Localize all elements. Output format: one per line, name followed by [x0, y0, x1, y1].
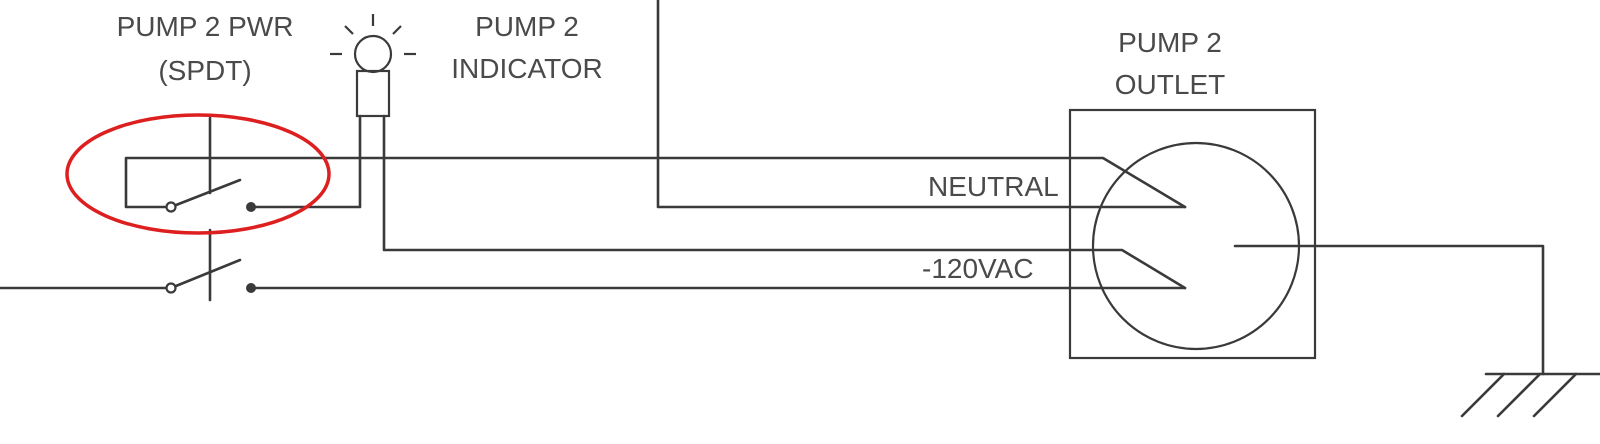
switch-loop-wire [124, 156, 1187, 209]
switch-to-indicator-wire [249, 114, 362, 209]
indicator-lamp-icon [330, 14, 416, 118]
switch-highlight-ellipse [65, 113, 331, 235]
spdt-switch-icon [165, 116, 256, 302]
switch-label-line1: PUMP 2 PWR [117, 11, 294, 42]
neutral-wire [656, 0, 1187, 209]
outlet-label-line2: OUTLET [1115, 69, 1225, 100]
outlet-icon [1068, 108, 1317, 360]
ground-icon [1460, 372, 1600, 418]
ground-wire [1233, 244, 1545, 376]
outlet-label-line1: PUMP 2 [1118, 27, 1222, 58]
indicator-to-hot-wire [382, 114, 1187, 290]
neutral-label: NEUTRAL [928, 171, 1059, 202]
indicator-label-line1: PUMP 2 [475, 11, 579, 42]
hot-label: -120VAC [922, 253, 1034, 284]
indicator-label-line2: INDICATOR [451, 53, 602, 84]
switch-label-line2: (SPDT) [158, 55, 251, 86]
